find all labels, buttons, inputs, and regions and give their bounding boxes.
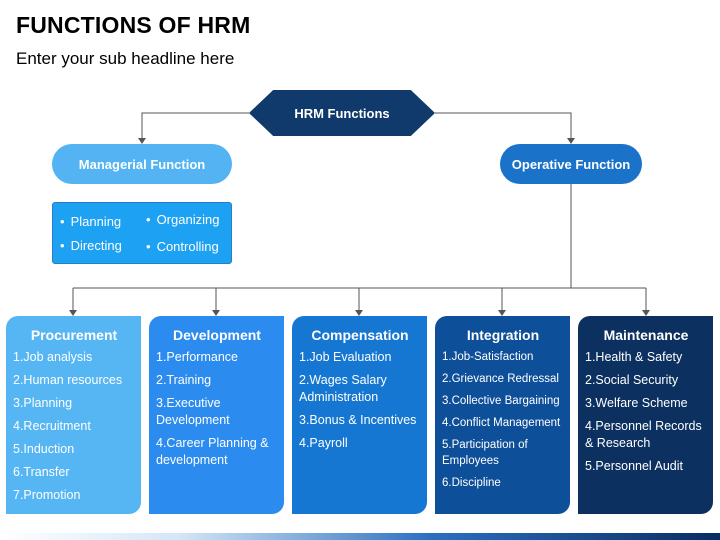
bottom-gradient-bar: [0, 533, 720, 540]
list-item: 4.Career Planning & development: [156, 436, 269, 467]
arrowhead-procurement: [69, 310, 77, 316]
managerial-function-label: Managerial Function: [78, 156, 206, 172]
compensation-card: Compensation 1.Job Evaluation 2.Wages Sa…: [292, 316, 427, 514]
list-item: 3.Executive Development: [156, 396, 230, 427]
managerial-items-box: •Planning •Organizing •Directing •Contro…: [52, 202, 232, 264]
list-item: 2.Wages Salary Administration: [299, 373, 387, 404]
managerial-item: •Organizing: [146, 212, 220, 227]
managerial-item: •Directing: [60, 238, 122, 253]
arrowhead-managerial: [138, 138, 146, 144]
list-item: 1.Job-Satisfaction: [442, 351, 534, 363]
list-item: 6.Transfer: [13, 465, 70, 479]
development-card: Development 1.Performance 2.Training 3.E…: [149, 316, 284, 514]
list-item: 4.Recruitment: [13, 419, 91, 433]
list-item: 1.Job Evaluation: [299, 350, 392, 364]
compensation-title: Compensation: [311, 327, 409, 343]
procurement-card: Procurement 1.Job analysis 2.Human resou…: [6, 316, 141, 514]
list-item: 5.Participation of Employees: [442, 439, 528, 467]
operative-function-label: Operative Function: [511, 156, 631, 172]
arrowhead-operative: [567, 138, 575, 144]
integration-title: Integration: [466, 327, 540, 343]
list-item: 3.Planning: [13, 396, 73, 410]
list-item: 1.Performance: [156, 350, 238, 364]
list-item: 3.Bonus & Incentives: [299, 413, 417, 427]
list-item: 4.Conflict Management: [442, 417, 561, 429]
page-subtitle: Enter your sub headline here: [16, 49, 235, 68]
list-item: 2.Human resources: [13, 373, 123, 387]
list-item: 2.Social Security: [585, 373, 679, 387]
hrm-functions-label: HRM Functions: [294, 105, 390, 121]
development-title: Development: [173, 327, 261, 343]
list-item: 5.Personnel Audit: [585, 459, 683, 473]
connector-root-to-operative: [435, 112, 572, 140]
maintenance-title: Maintenance: [603, 327, 689, 343]
list-item: 6.Discipline: [442, 477, 501, 489]
procurement-title: Procurement: [30, 327, 118, 343]
arrowhead-integration: [498, 310, 506, 316]
managerial-item: •Controlling: [146, 239, 219, 254]
list-item: 5.Induction: [13, 442, 75, 456]
page-title: FUNCTIONS OF HRM: [16, 12, 251, 38]
list-item: 4.Personnel Records & Research: [585, 419, 702, 450]
list-item: 4.Payroll: [299, 436, 348, 450]
operative-function-node: Operative Function: [500, 144, 642, 184]
arrowhead-maintenance: [642, 310, 650, 316]
arrowhead-compensation: [355, 310, 363, 316]
list-item: 1.Job analysis: [13, 350, 93, 364]
bullet-icon: •: [146, 239, 151, 254]
managerial-item: •Planning: [60, 214, 122, 229]
bullet-icon: •: [146, 212, 151, 227]
bullet-icon: •: [60, 238, 65, 253]
list-item: 2.Training: [156, 373, 212, 387]
managerial-function-node: Managerial Function: [52, 144, 232, 184]
list-item: 1.Health & Safety: [585, 350, 683, 364]
list-item: 3.Welfare Scheme: [585, 396, 688, 410]
list-item: 2.Grievance Redressal: [442, 373, 559, 385]
arrowhead-development: [212, 310, 220, 316]
integration-card: Integration 1.Job-Satisfaction 2.Grievan…: [435, 316, 570, 514]
list-item: 3.Collective Bargaining: [442, 395, 560, 407]
bullet-icon: •: [60, 214, 65, 229]
list-item: 7.Promotion: [13, 488, 81, 502]
maintenance-card: Maintenance 1.Health & Safety 2.Social S…: [578, 316, 713, 514]
hrm-functions-node: HRM Functions: [249, 90, 435, 136]
connector-root-to-managerial: [141, 112, 249, 140]
